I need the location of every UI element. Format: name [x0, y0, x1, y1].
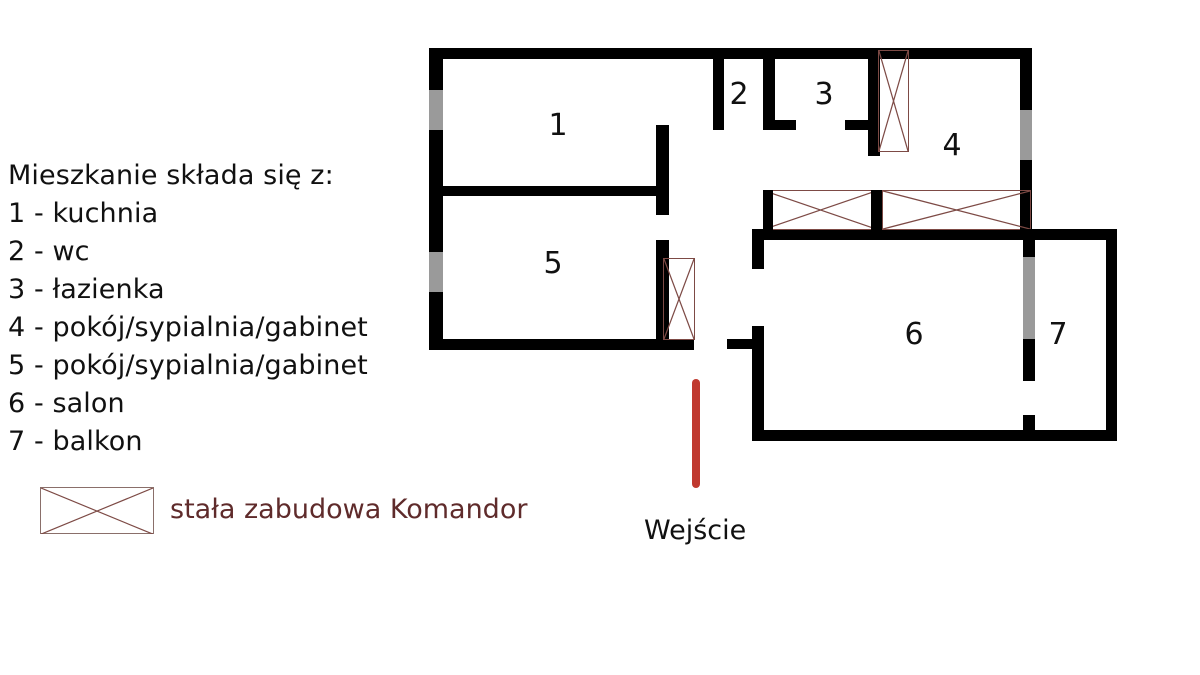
window-kitchen-left — [429, 90, 443, 130]
wall-exterior-left-lower — [429, 292, 443, 350]
komandor-swatch-icon — [40, 487, 154, 535]
legend-item-5: 5 - pokój/sypialnia/gabinet — [8, 350, 368, 381]
wall-room3-bottom-stub — [845, 120, 869, 130]
cabinet-komandor-right — [882, 190, 1031, 230]
wall-room2-right — [763, 48, 775, 130]
legend-item-6: 6 - salon — [8, 388, 125, 419]
legend-item-7: 7 - balkon — [8, 426, 143, 457]
wall-between-room6-balcony-mid — [1023, 339, 1035, 381]
cabinet-komandor-room4-vertical — [878, 50, 909, 152]
wall-between-room6-balcony-bot — [1023, 415, 1035, 440]
room-label-7: 7 — [1048, 317, 1068, 352]
room-label-5: 5 — [543, 246, 563, 281]
legend-item-4: 4 - pokój/sypialnia/gabinet — [8, 312, 368, 343]
legend-item-1: 1 - kuchnia — [8, 198, 159, 229]
entrance-marker — [692, 379, 700, 488]
window-room4-right — [1020, 110, 1032, 160]
komandor-legend-label: stała zabudowa Komandor — [170, 494, 528, 525]
cabinet-komandor-hall-vertical — [663, 258, 695, 340]
wall-room1-right — [656, 125, 669, 215]
entrance-label: Wejście — [644, 515, 747, 546]
balcony-door-glass — [1023, 257, 1035, 339]
room-label-4: 4 — [942, 128, 962, 163]
wall-between-room1-room5 — [443, 186, 669, 196]
room-label-3: 3 — [814, 77, 834, 112]
room-label-2: 2 — [729, 77, 749, 112]
wall-room2-left — [713, 48, 724, 130]
wall-room6-bottom — [752, 430, 1117, 441]
wall-balcony-top — [1020, 229, 1117, 240]
wall-hall-stub — [727, 339, 752, 349]
wall-balcony-right — [1106, 229, 1117, 440]
wall-room3-right-lower — [868, 130, 880, 156]
wall-room6-left-lower — [752, 326, 764, 440]
wall-room3-right — [868, 48, 880, 130]
wall-room6-left-upper — [752, 229, 764, 269]
wall-cabinet-left-end — [763, 190, 773, 235]
legend-heading: Mieszkanie składa się z: — [8, 160, 334, 191]
legend-item-2: 2 - wc — [8, 236, 90, 267]
wall-exterior-right-upper — [1020, 48, 1032, 110]
wall-room5-bottom — [429, 339, 694, 350]
room-label-1: 1 — [548, 108, 568, 143]
wall-exterior-left-mid — [429, 130, 443, 252]
wall-exterior-top — [429, 48, 1031, 59]
wall-cabinet-divider — [871, 190, 882, 235]
wall-between-room6-balcony-top — [1023, 229, 1035, 257]
wall-between-room4-room6 — [763, 229, 1032, 240]
window-room5-left — [429, 252, 443, 292]
legend-text-block: Mieszkanie składa się z: 1 - kuchnia 2 -… — [8, 157, 438, 461]
room-label-6: 6 — [904, 317, 924, 352]
wall-exterior-right-mid — [1020, 160, 1032, 232]
cabinet-komandor-left — [764, 190, 877, 230]
wall-room2-bottom-stub — [763, 120, 796, 130]
legend-item-3: 3 - łazienka — [8, 274, 165, 305]
